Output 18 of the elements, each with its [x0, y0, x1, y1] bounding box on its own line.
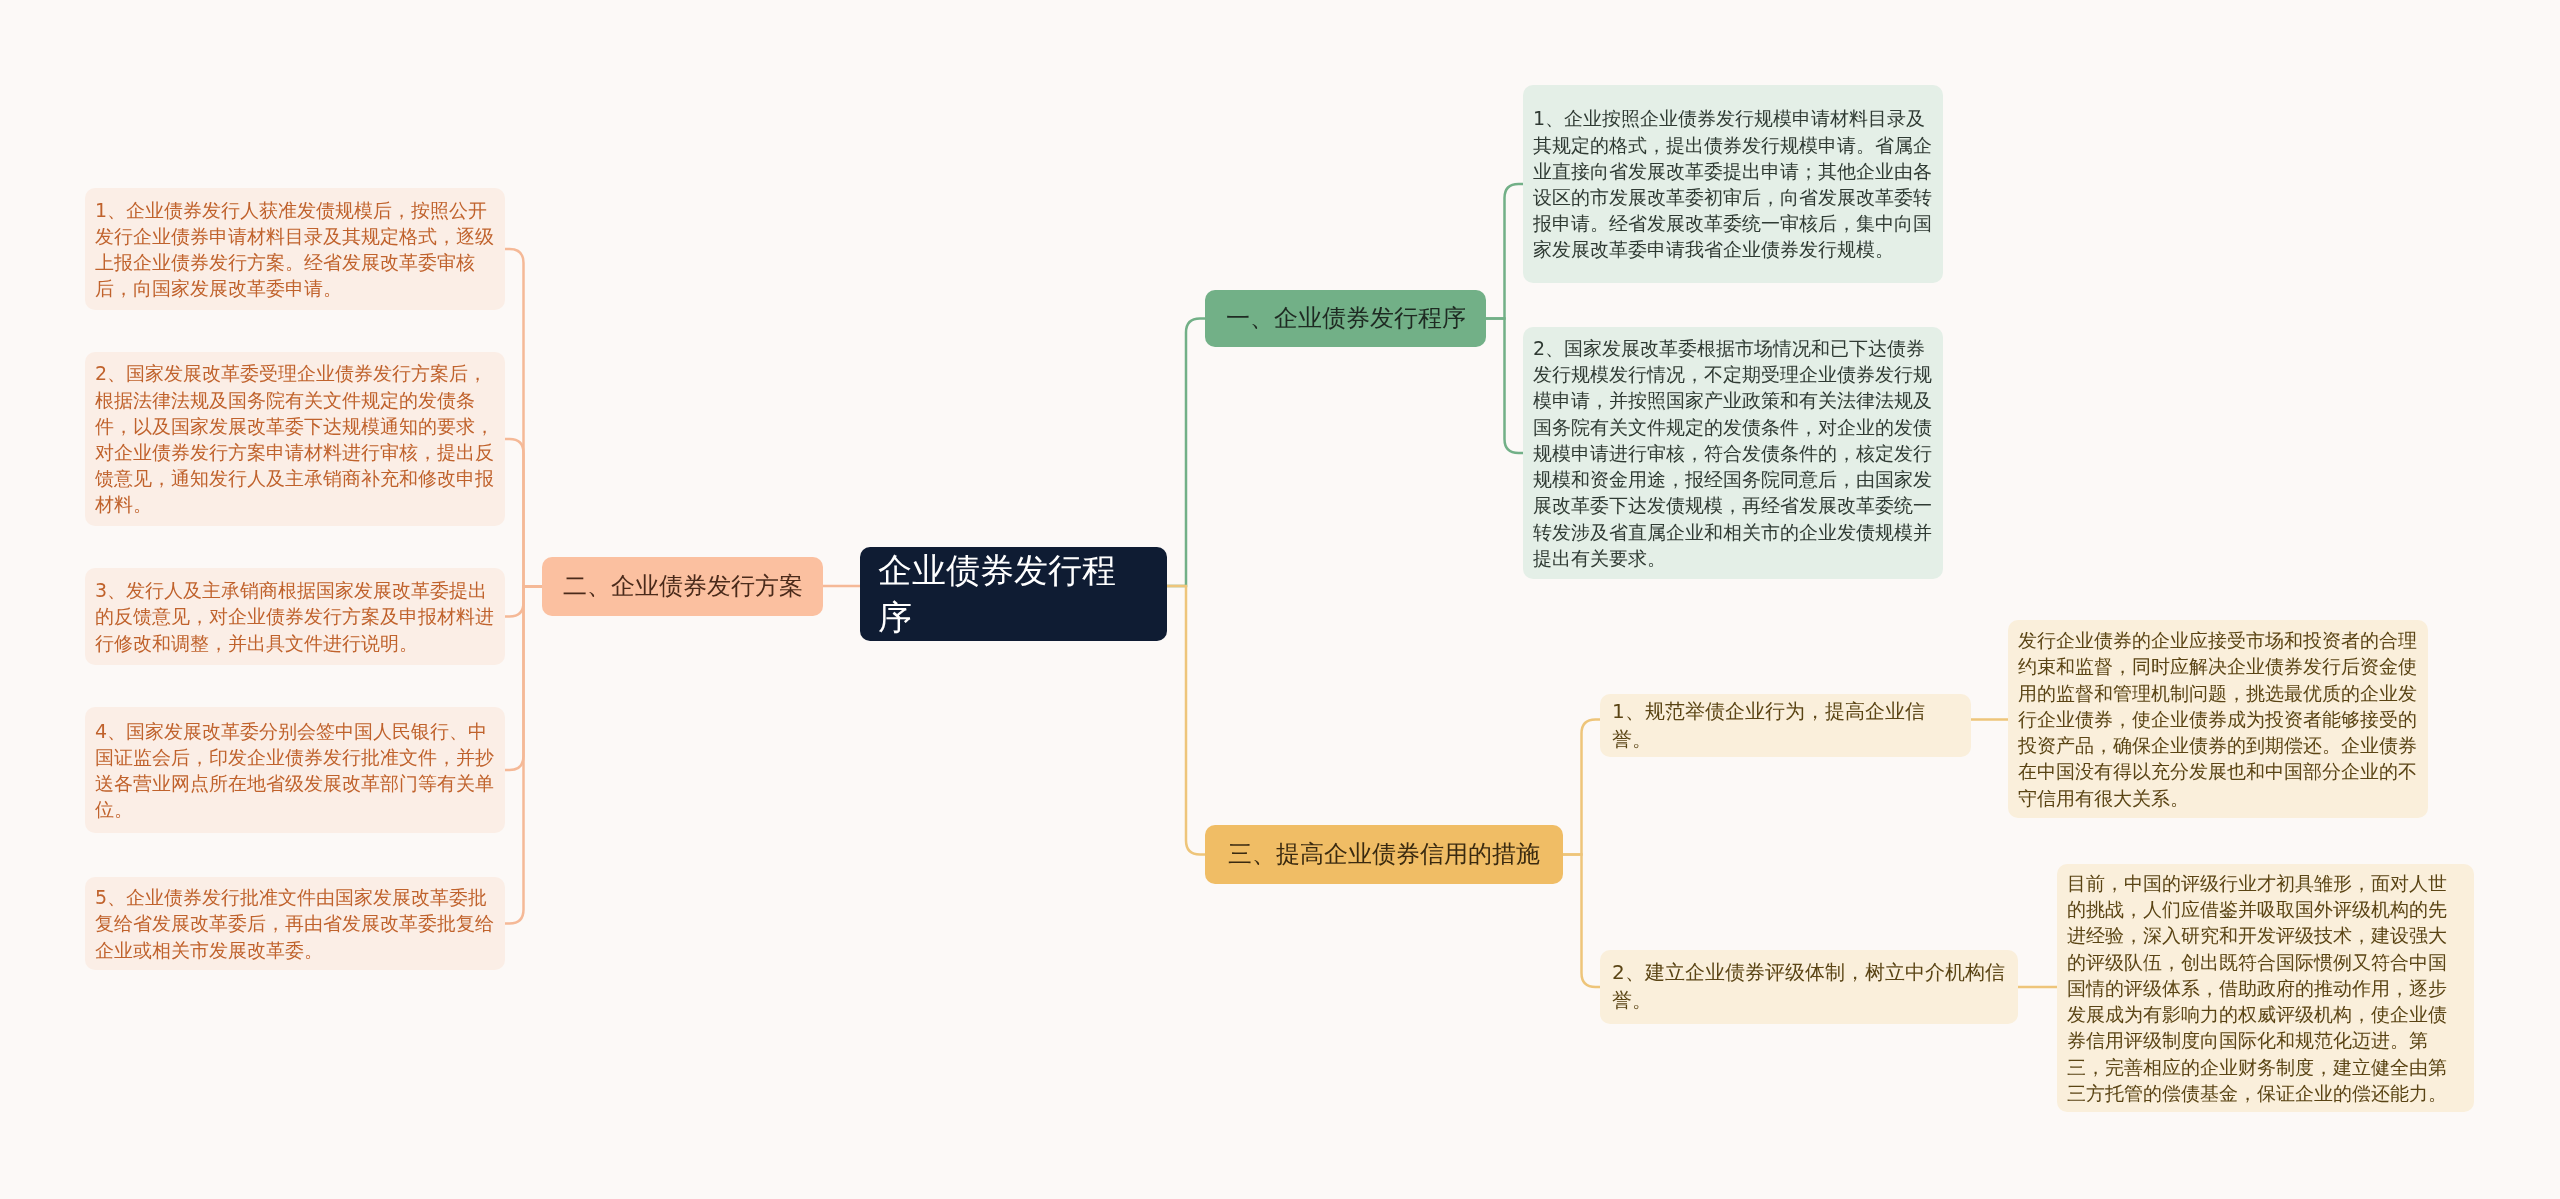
branch-topic: 二、企业债券发行方案 — [542, 557, 823, 616]
central-topic: 企业债券发行程序 — [860, 547, 1167, 641]
note-box: 目前，中国的评级行业才初具雏形，面对人世的挑战，人们应借鉴并吸取国外评级机构的先进经验，深入研究和开发评级技术，建设强大的评级队伍，创出既符合国际惯例又符合中国国情的评级体系，借助政府的推动作用，逐步发展成为有影响力的权威评级机构，使企业债券信用评级制度向国际化和规范化迈进。第三，完善相应的企业财务制度，建立健全由第三方托管的偿债基金，保证企业的偿还能力。 — [2057, 864, 2474, 1112]
note-box: 1、企业债券发行人获准发债规模后，按照公开发行企业债券申请材料目录及其规定格式，逐级上报企业债券发行方案。经省发展改革委审核后，向国家发展改革委申请。 — [85, 188, 505, 310]
note-box: 2、国家发展改革委根据市场情况和已下达债券发行规模发行情况，不定期受理企业债券发行规模申请，并按照国家产业政策和有关法律法规及国务院有关文件规定的发债条件，对企业的发债规模申请进行审核，符合发债条件的，核定发行规模和资金用途，报经国务院同意后，由国家发展改革委下达发债规模，再经省发展改革委统一转发涉及省直属企业和相关市的企业发债规模并提出有关要求。 — [1523, 327, 1943, 579]
branch-topic: 三、提高企业债券信用的措施 — [1205, 825, 1563, 884]
note-box: 4、国家发展改革委分别会签中国人民银行、中国证监会后，印发企业债券发行批准文件，并抄送各营业网点所在地省级发展改革部门等有关单位。 — [85, 707, 505, 833]
subtopic-box: 1、规范举债企业行为，提高企业信誉。 — [1600, 694, 1971, 758]
branch-topic: 一、企业债券发行程序 — [1205, 290, 1486, 347]
note-box: 5、企业债券发行批准文件由国家发展改革委批复给省发展改革委后，再由省发展改革委批复给企业或相关市发展改革委。 — [85, 877, 505, 970]
note-box: 发行企业债券的企业应接受市场和投资者的合理约束和监督，同时应解决企业债券发行后资金使用的监督和管理机制问题，挑选最优质的企业发行企业债券，使企业债券成为投资者能够接受的投资产品，确保企业债券的到期偿还。企业债券在中国没有得以充分发展也和中国部分企业的不守信用有很大关系。 — [2008, 620, 2428, 818]
connector-line — [2018, 985, 2057, 989]
connector-line — [823, 584, 860, 588]
subtopic-box: 2、建立企业债券评级体制，树立中介机构信誉。 — [1600, 950, 2018, 1024]
note-box: 3、发行人及主承销商根据国家发展改革委提出的反馈意见，对企业债券发行方案及申报材料进行修改和调整，并出具文件进行说明。 — [85, 568, 505, 665]
note-box: 2、国家发展改革委受理企业债券发行方案后，根据法律法规及国务院有关文件规定的发债条件，以及国家发展改革委下达规模通知的要求，对企业债券发行方案申请材料进行审核，提出反馈意见，通知发行人及主承销商补充和修改申报材料。 — [85, 352, 505, 526]
connector-line — [1971, 718, 2008, 721]
note-box: 1、企业按照企业债券发行规模申请材料目录及其规定的格式，提出债券发行规模申请。省属企业直接向省发展改革委提出申请；其他企业由各设区的市发展改革委初审后，向省发展改革委转报申请。经省发展改革委统一审核后，集中向国家发展改革委申请我省企业债券发行规模。 — [1523, 85, 1943, 283]
